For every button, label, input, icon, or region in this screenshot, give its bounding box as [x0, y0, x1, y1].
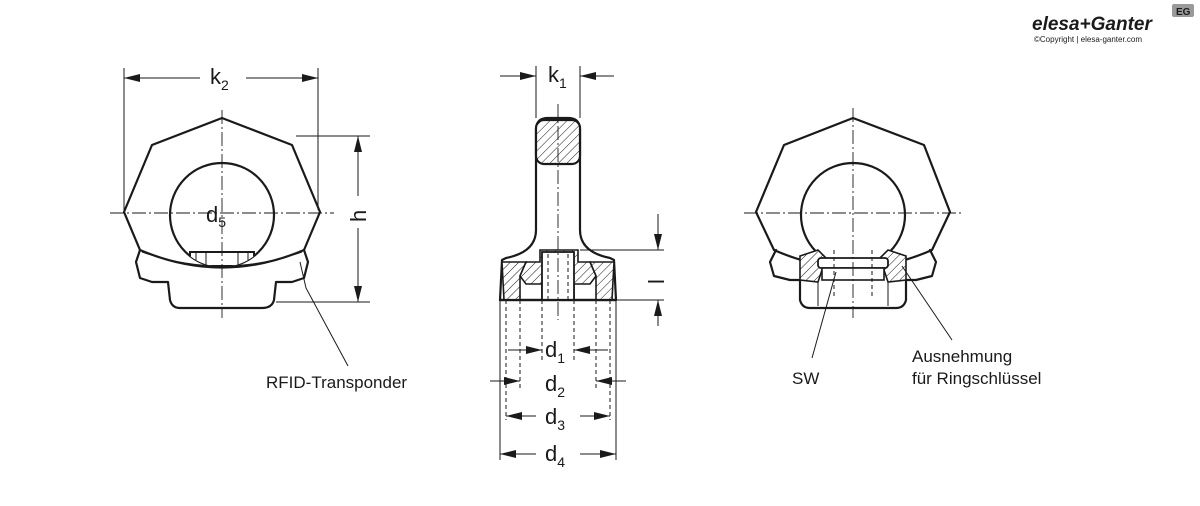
- d2-subscript: 2: [557, 384, 565, 400]
- side-section-view: [498, 104, 618, 320]
- sw-label: SW: [792, 369, 819, 388]
- d4-subscript: 4: [557, 454, 565, 470]
- dimension-k2: k2: [123, 64, 319, 210]
- d5-label-base: d: [206, 202, 218, 227]
- d2-label: d: [545, 371, 557, 396]
- h-label: h: [346, 210, 371, 222]
- d3-label: d: [545, 404, 557, 429]
- dimension-d-series: d1 d2 d3 d4: [490, 300, 626, 470]
- svg-text:d4: d4: [545, 441, 565, 470]
- brand-badge: EG: [1176, 7, 1191, 18]
- k2-subscript: 2: [221, 77, 229, 93]
- recess-label-line1: Ausnehmung: [912, 347, 1012, 366]
- d5-subscript: 5: [218, 214, 226, 230]
- k1-subscript: 1: [559, 75, 567, 91]
- k1-label: k: [548, 62, 560, 87]
- partial-section-view: [744, 108, 962, 318]
- sw-callout: SW: [792, 271, 837, 388]
- dimension-h: h: [276, 135, 371, 303]
- d5-label: d5: [206, 202, 226, 230]
- dimension-l: l: [580, 214, 669, 326]
- front-view: [110, 110, 334, 318]
- brand-name: elesa+Ganter: [1032, 14, 1153, 35]
- l-label: l: [644, 279, 669, 284]
- svg-text:d1: d1: [545, 337, 565, 366]
- brand-copyright: ©Copyright | elesa-ganter.com: [1034, 35, 1142, 44]
- svg-text:d3: d3: [545, 404, 565, 433]
- svg-text:d2: d2: [545, 371, 565, 400]
- rfid-label: RFID-Transponder: [266, 373, 407, 392]
- brand-badge-box: [1172, 4, 1194, 17]
- d3-subscript: 3: [557, 417, 565, 433]
- k2-label: k: [210, 64, 222, 89]
- brand-logo: elesa+Ganter EG ©Copyright | elesa-gante…: [1032, 4, 1194, 44]
- d1-subscript: 1: [557, 350, 565, 366]
- svg-text:k2: k2: [210, 64, 229, 93]
- recess-label-line2: für Ringschlüssel: [912, 369, 1041, 388]
- svg-text:k1: k1: [548, 62, 567, 91]
- d1-label: d: [545, 337, 557, 362]
- d4-label: d: [545, 441, 557, 466]
- rfid-callout: RFID-Transponder: [266, 261, 407, 392]
- dimension-k1: k1: [500, 62, 614, 118]
- recess-callout: Ausnehmung für Ringschlüssel: [901, 265, 1041, 388]
